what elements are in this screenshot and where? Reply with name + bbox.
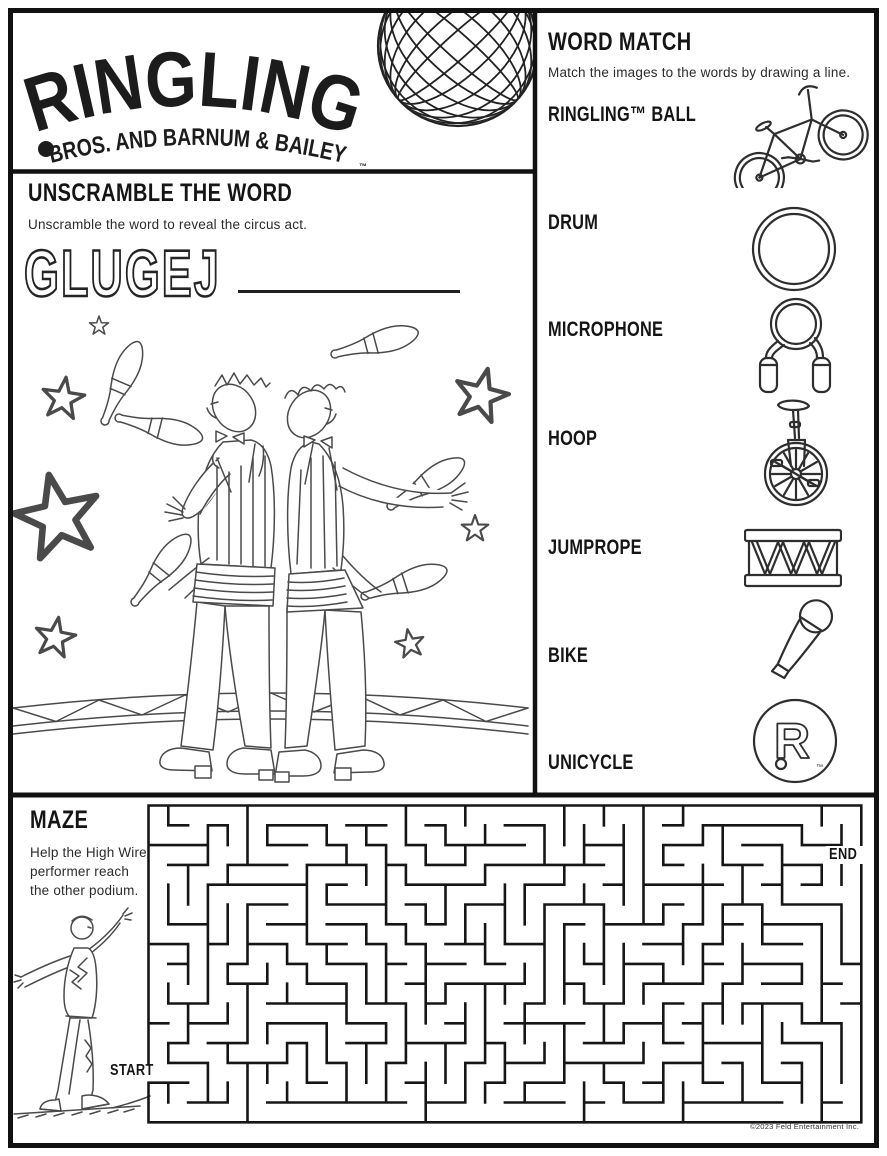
ringling-ball-globe [376,13,533,128]
word-unicycle: UNICYCLE [548,751,634,774]
word-ringling-ball: RINGLING™ BALL [548,103,696,126]
word-hoop: HOOP [548,427,598,450]
logo-box: RINGLING BROS. AND BARNUM & BAILEY ™ [13,13,533,169]
scrambled-word: GLUGEJ [23,235,221,312]
hoop-icon [751,206,837,292]
bike-icon [733,85,869,188]
maze-end-label: END [829,846,858,863]
jumprope-icon [758,297,832,394]
unscramble-panel: UNSCRAMBLE THE WORD Unscramble the word … [13,173,533,793]
maze-panel: MAZE Help the High Wire performer reach … [0,795,887,1148]
star-icon [38,372,89,422]
ball-monogram: R [774,713,810,769]
juggling-club-icon [122,527,199,614]
star-icon [30,612,80,660]
maze-grid [147,804,863,1124]
unicycle-icon [763,399,829,507]
word-drum: DRUM [548,211,599,234]
answer-blank-line [238,258,460,293]
juggling-club-icon [111,404,207,451]
jugglers-illustration [13,315,529,783]
word-match-panel: WORD MATCH Match the images to the words… [537,13,877,793]
star-icon [460,513,490,542]
maze-instruction: Help the High Wire performer reach the o… [30,845,147,898]
unscramble-title: UNSCRAMBLE THE WORD [28,179,293,207]
juggling-club-icon [327,319,422,368]
star-icon [13,466,106,561]
microphone-icon [770,599,834,680]
word-jumprope: JUMPROPE [548,536,642,559]
maze-title: MAZE [30,806,89,834]
ball-tm: ™ [816,764,823,771]
unscramble-instruction: Unscramble the word to reveal the circus… [28,217,308,232]
word-microphone: MICROPHONE [548,318,664,341]
ringling-logo: RINGLING BROS. AND BARNUM & BAILEY ™ [21,34,374,169]
drum-icon [744,528,842,588]
word-bike: BIKE [548,644,589,667]
copyright: ©2023 Feld Entertainment Inc. [750,1122,859,1131]
star-icon [88,315,110,335]
ringling-ball-icon: R ™ [752,698,838,784]
logo-tm: ™ [359,162,367,169]
word-match-title: WORD MATCH [548,28,692,56]
word-match-instruction: Match the images to the words by drawing… [548,65,851,80]
highwire-performer-illustration [13,907,151,1119]
star-icon [392,625,428,660]
star-icon [450,362,514,424]
